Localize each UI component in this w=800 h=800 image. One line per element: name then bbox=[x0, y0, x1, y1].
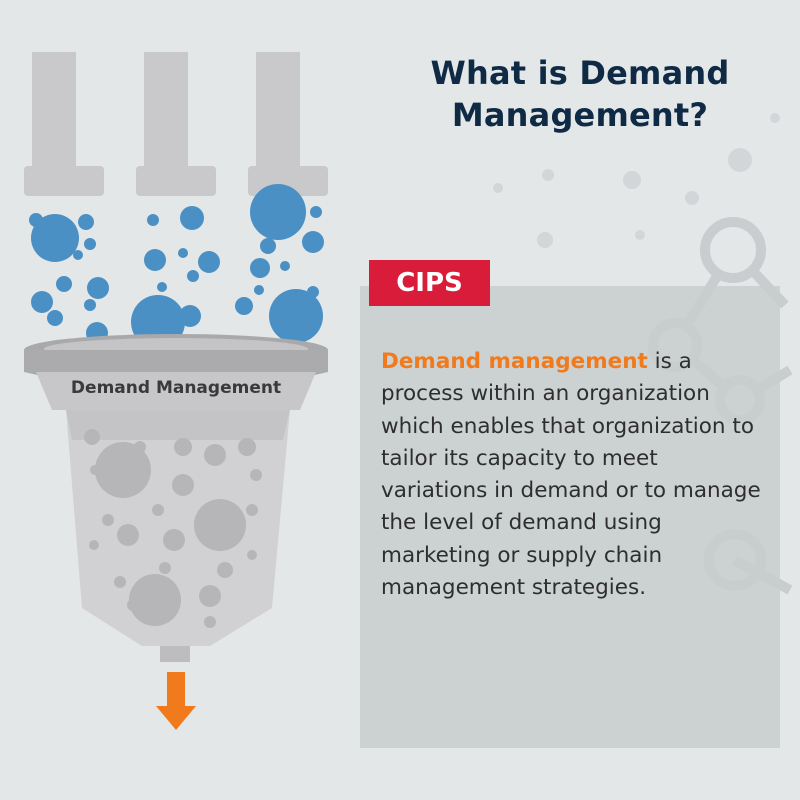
down-arrow-icon bbox=[156, 672, 196, 730]
bubble-icon bbox=[29, 184, 324, 354]
source-badge: CIPS bbox=[369, 260, 490, 306]
funnel-label: Demand Management bbox=[70, 378, 282, 398]
title-line-2: Management? bbox=[451, 96, 709, 134]
definition-highlight: Demand management bbox=[381, 349, 648, 374]
definition-text: Demand management is a process within an… bbox=[381, 346, 767, 604]
title-line-1: What is Demand bbox=[430, 54, 730, 92]
funnel-icon bbox=[24, 334, 328, 662]
pipe-icon bbox=[24, 52, 328, 196]
definition-body: is a process within an organization whic… bbox=[381, 349, 761, 601]
background-dots bbox=[493, 113, 780, 248]
definition-card bbox=[360, 286, 780, 748]
page-title: What is Demand Management? bbox=[370, 52, 790, 136]
